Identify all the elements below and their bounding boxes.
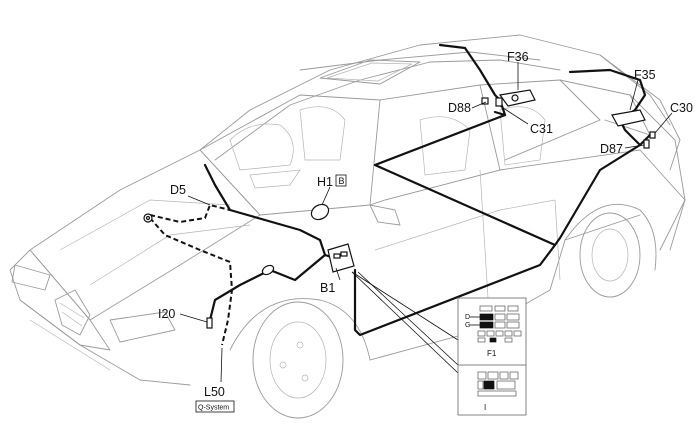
label-l50: L50 <box>204 385 225 399</box>
h1-badge-box <box>335 174 347 187</box>
d88-connector <box>481 97 489 105</box>
c31-connector <box>495 97 503 107</box>
car-outline <box>9 34 686 419</box>
q-system-box <box>195 400 235 413</box>
relay-box-caption: I <box>484 403 486 412</box>
f35-amplifier <box>611 109 646 127</box>
label-f36: F36 <box>507 50 529 64</box>
fuse-box-inset: D G F1 <box>457 297 527 367</box>
h1-speaker <box>310 203 330 221</box>
relay-box-inset: I <box>457 364 527 416</box>
label-c30: C30 <box>670 101 693 115</box>
lamp-fitting <box>261 264 275 276</box>
wiring-harness <box>149 43 652 346</box>
d87-connector <box>643 139 650 149</box>
components <box>143 89 656 329</box>
component-labels: F36 F35 C30 D88 C31 D87 H1 B D5 B1 I20 L… <box>158 50 693 413</box>
fuse-row-g: G <box>465 322 470 329</box>
label-d87: D87 <box>600 142 623 156</box>
label-d88: D88 <box>448 101 471 115</box>
label-f35: F35 <box>634 68 656 82</box>
fuse-row-d: D <box>465 314 470 321</box>
i20-connector <box>206 317 213 329</box>
leader-lines <box>179 62 673 383</box>
label-d5: D5 <box>170 183 186 197</box>
c30-connector <box>649 131 656 139</box>
label-h1: H1 <box>317 175 333 189</box>
fuse-box-caption: F1 <box>487 349 497 358</box>
b1-radio-unit <box>327 243 355 273</box>
label-c31: C31 <box>530 122 553 136</box>
label-i20: I20 <box>158 307 175 321</box>
label-h1-badge: B <box>339 176 345 186</box>
label-b1: B1 <box>320 281 335 295</box>
label-q-system: Q-System <box>198 405 229 412</box>
